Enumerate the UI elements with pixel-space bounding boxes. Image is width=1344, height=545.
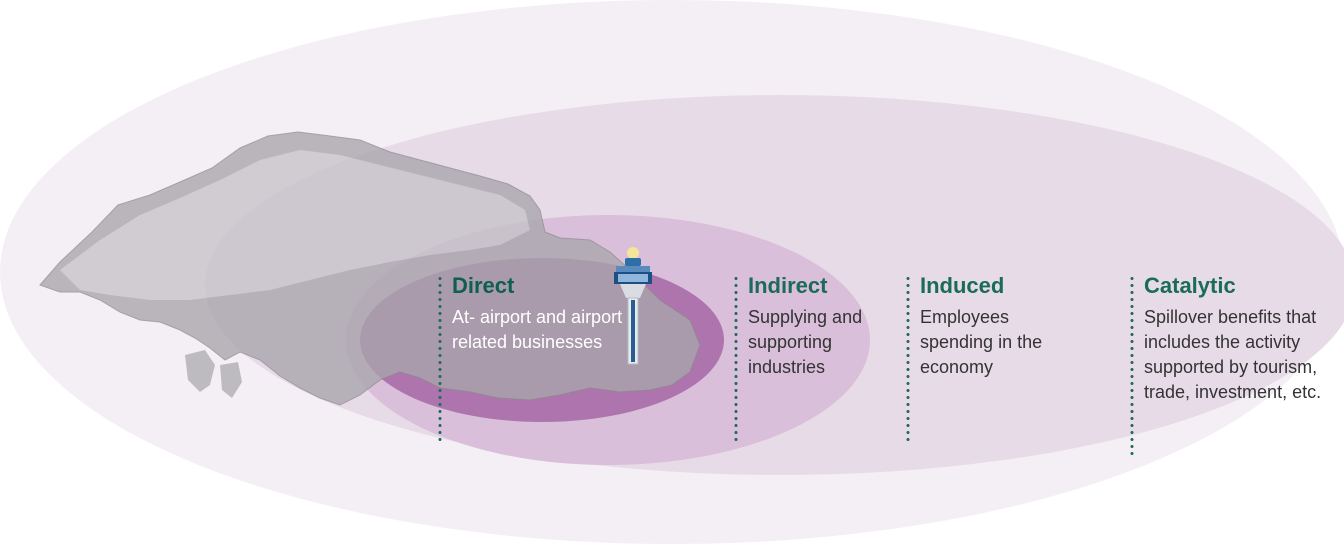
catalytic-dotted-divider [1130, 275, 1134, 458]
induced-description: Employees spending in the economy [920, 307, 1043, 377]
direct-description: At- airport and airport related business… [452, 307, 623, 352]
induced-column: Induced Employees spending in the econom… [906, 273, 1090, 445]
direct-dotted-divider [438, 275, 442, 445]
indirect-description: Supplying and supporting industries [748, 307, 863, 377]
indirect-column: Indirect Supplying and supporting indust… [734, 273, 908, 445]
island-map-icon [39, 131, 701, 406]
catalytic-column: Catalytic Spillover benefits that includ… [1130, 273, 1344, 458]
direct-column: Direct At- airport and airport related b… [438, 273, 652, 445]
induced-title: Induced [920, 273, 1005, 298]
indirect-title: Indirect [748, 273, 828, 298]
catalytic-title: Catalytic [1144, 273, 1236, 298]
control-tower-icon [614, 247, 652, 365]
indirect-dotted-divider [734, 275, 738, 445]
direct-title: Direct [452, 273, 515, 298]
induced-dotted-divider [906, 275, 910, 445]
catalytic-description: Spillover benefits that includes the act… [1144, 307, 1322, 402]
